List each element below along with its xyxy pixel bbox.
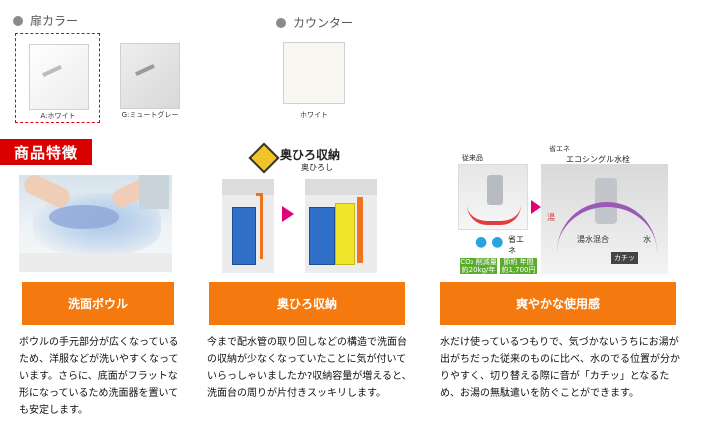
features-badge: 商品特徴 xyxy=(0,139,92,165)
door-color-swatch xyxy=(120,43,180,109)
feature-title-storage: 奥ひろ収納 xyxy=(209,282,405,325)
old-product-label: 従来品 xyxy=(462,154,483,162)
eco-label: 省エネ xyxy=(549,145,570,153)
door-color-label: G:ミュートグレー xyxy=(121,111,179,119)
water-drops-icon: ● ● xyxy=(475,234,504,250)
eco-badge-co2: CO₂ 削減量約20kg/年 xyxy=(460,258,497,274)
door-color-option-white[interactable]: A:ホワイト xyxy=(15,33,100,123)
door-color-option-grey[interactable]: G:ミュートグレー xyxy=(112,33,197,123)
storage-before-image xyxy=(222,179,274,273)
eco-badge-saving: 節約 年間約1,700円 xyxy=(500,258,537,274)
feature-title-sink-bowl: 洗面ボウル xyxy=(22,282,174,325)
old-faucet-image xyxy=(458,164,528,230)
new-product-label: エコシングル水栓 xyxy=(566,155,630,164)
feature-description-faucet: 水だけ使っているつもりで、気づかないうちにお湯が出がちだった従来のものに比べ、水… xyxy=(440,337,680,399)
door-handle-icon xyxy=(42,64,62,78)
feature-title-faucet: 爽やかな使用感 xyxy=(440,282,676,325)
counter-heading: カウンター xyxy=(276,14,353,31)
bullet-icon xyxy=(276,17,286,28)
arrow-right-icon xyxy=(282,206,294,222)
counter-option-white[interactable]: ホワイト xyxy=(283,42,345,120)
counter-color-label: ホワイト xyxy=(300,111,328,119)
counter-color-swatch xyxy=(283,42,345,104)
storage-after-image xyxy=(305,179,377,273)
storage-logo: 奥ひろ収納 奥ひろし xyxy=(248,142,363,175)
feature-description-sink-bowl: ボウルの手元部分が広くなっているため、洋服などが洗いやすくなっています。さらに、… xyxy=(19,337,179,416)
door-color-label: A:ホワイト xyxy=(40,112,76,120)
door-color-swatch xyxy=(29,44,89,110)
bullet-icon xyxy=(13,15,23,26)
arrow-right-icon xyxy=(531,200,541,214)
feature-description-storage: 今まで配水管の取り回しなどの構造で洗面台の収納が少なくなっていたことに気が付いて… xyxy=(207,337,412,399)
sink-bowl-photo xyxy=(19,175,172,272)
eco-faucet-image: 湯 湯水混合 水 カチッ xyxy=(541,164,668,274)
save-label: 省エネ xyxy=(508,235,524,255)
door-color-heading: 扉カラー xyxy=(13,12,78,29)
door-handle-icon xyxy=(135,63,155,77)
hot-label: 湯 xyxy=(547,213,555,222)
storage-logo-icon xyxy=(248,142,280,174)
